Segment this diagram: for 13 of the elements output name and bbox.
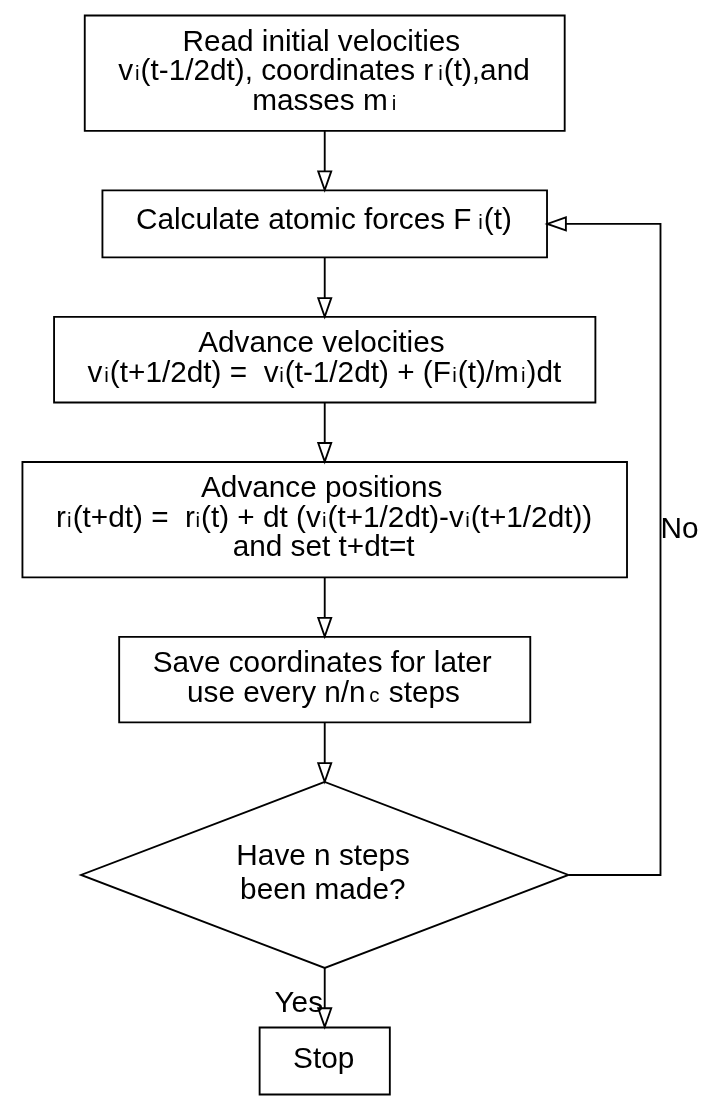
node-diamond: Have n steps been made? [78, 780, 571, 969]
node-box: Advance positions ri(t+dt) = ri(t) + dt (vi(t+1/2dt)-vi(t+1/2dt)) and set t+dt=t [21, 461, 628, 579]
edge-label: Yes [274, 984, 324, 1018]
arrow [316, 967, 333, 1030]
arrow [316, 401, 333, 465]
arrow [316, 130, 333, 193]
arrow [544, 216, 662, 876]
arrow [316, 576, 333, 640]
node-box: Advance velocities vi(t+1/2dt) = vi(t-1/2dt) + (Fi(t)/mi)dt [53, 315, 597, 404]
arrow [316, 721, 333, 785]
arrow [316, 256, 333, 320]
edge-label: No [660, 511, 699, 545]
node-box: Stop [258, 1026, 391, 1096]
